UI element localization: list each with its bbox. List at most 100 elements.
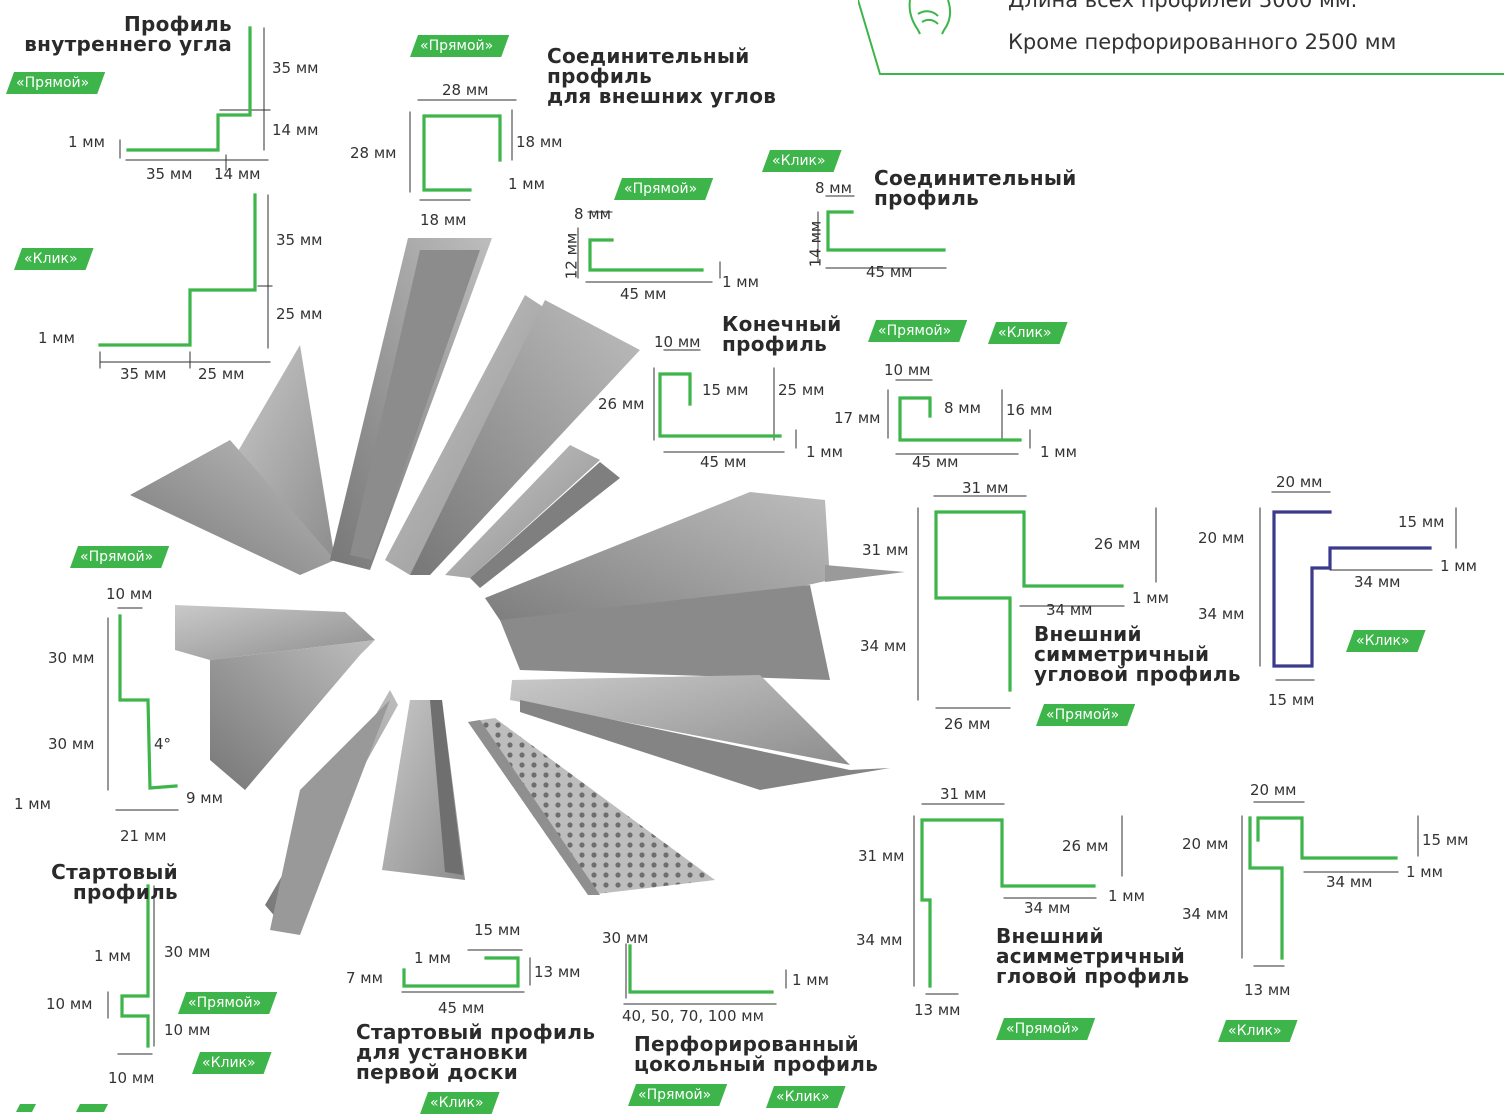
dim-label: 15 мм xyxy=(1268,691,1315,709)
tag-pryamoy: «Прямой» xyxy=(1036,704,1135,726)
dim-label: 1 мм xyxy=(1406,863,1443,881)
dim-label: 1 мм xyxy=(1440,557,1477,575)
dim-label: 25 мм xyxy=(276,305,323,323)
dim-label: 4° xyxy=(154,735,172,753)
tag-pryamoy: «Прямой» xyxy=(6,72,105,94)
dim-label: 25 мм xyxy=(778,381,825,399)
dim-label: 45 мм xyxy=(438,999,485,1017)
dim-label: 1 мм xyxy=(14,795,51,813)
dim-label: 26 мм xyxy=(944,715,991,733)
dim-label: 31 мм xyxy=(858,847,905,865)
dim-label: 34 мм xyxy=(856,931,903,949)
dim-label: 8 мм xyxy=(944,399,981,417)
dim-label: 18 мм xyxy=(420,211,467,229)
tag-pryamoy: «Прямой» xyxy=(178,992,277,1014)
dim-label: 15 мм xyxy=(1398,513,1445,531)
metal-u-channel xyxy=(330,238,492,570)
dim-label: 1 мм xyxy=(94,947,131,965)
tag-klik: «Клик» xyxy=(1346,630,1426,652)
tag-pryamoy: «Прямой» xyxy=(868,320,967,342)
tag-klik: «Клик» xyxy=(14,248,94,270)
dim-label: 8 мм xyxy=(574,205,611,223)
dim-label: 34 мм xyxy=(1326,873,1373,891)
dim-label: 8 мм xyxy=(815,179,852,197)
dim-label: 15 мм xyxy=(474,921,521,939)
dim-label: 31 мм xyxy=(962,479,1009,497)
notice-frame xyxy=(858,0,1504,75)
metal-connector xyxy=(385,295,640,575)
dim-label: 14 мм xyxy=(272,121,319,139)
dim-label: 15 мм xyxy=(1422,831,1469,849)
metal-outer-corner xyxy=(485,492,905,680)
dim-label: 25 мм xyxy=(198,365,245,383)
dim-label: 26 мм xyxy=(1062,837,1109,855)
dim-label: 1 мм xyxy=(792,971,829,989)
dim-label: 34 мм xyxy=(1198,605,1245,623)
hand-icon xyxy=(908,0,952,35)
tag-klik: «Клик» xyxy=(192,1052,272,1074)
dim-label: 1 мм xyxy=(1108,887,1145,905)
metal-starter-first-board xyxy=(382,700,465,880)
tag-pryamoy: «Прямой» xyxy=(628,1084,727,1106)
dim-label: 1 мм xyxy=(1040,443,1077,461)
dim-label: 10 мм xyxy=(106,585,153,603)
tag-klik: «Клик» xyxy=(988,322,1068,344)
tag-klik: «Клик» xyxy=(762,150,842,172)
dim-label: 30 мм xyxy=(48,649,95,667)
dim-label: 7 мм xyxy=(346,969,383,987)
dim-label: 34 мм xyxy=(1046,601,1093,619)
dim-label: 20 мм xyxy=(1250,781,1297,799)
dim-label: 26 мм xyxy=(1094,535,1141,553)
metal-asym-corner xyxy=(510,675,890,790)
dim-label: 45 мм xyxy=(700,453,747,471)
notice-line-2: Кроме перфорированного 2500 мм xyxy=(1008,30,1397,54)
dim-label: 35 мм xyxy=(276,231,323,249)
dim-label: 13 мм xyxy=(534,963,581,981)
dim-label: 20 мм xyxy=(1198,529,1245,547)
dim-label: 31 мм xyxy=(862,541,909,559)
symmetric-klik-outline xyxy=(1272,510,1432,668)
dim-label: 45 мм xyxy=(620,285,667,303)
dim-label: 18 мм xyxy=(516,133,563,151)
dim-label: 28 мм xyxy=(350,144,397,162)
dim-label: 35 мм xyxy=(272,59,319,77)
dim-label: 20 мм xyxy=(1182,835,1229,853)
tag-pryamoy: «Прямой» xyxy=(410,35,509,57)
tag-klik: «Клик» xyxy=(1218,1020,1298,1042)
dim-label: 16 мм xyxy=(1006,401,1053,419)
dim-label: 34 мм xyxy=(1024,899,1071,917)
dim-label: 34 мм xyxy=(1354,573,1401,591)
dim-label: 45 мм xyxy=(866,263,913,281)
tag-klik: «Клик» xyxy=(420,1092,500,1114)
tag-pryamoy: «Прямой» xyxy=(70,546,169,568)
dim-label: 34 мм xyxy=(1182,905,1229,923)
dim-label: 1 мм xyxy=(68,133,105,151)
dim-label: 15 мм xyxy=(702,381,749,399)
dim-label: 10 мм xyxy=(108,1069,155,1087)
dim-label: 10 мм xyxy=(884,361,931,379)
dim-label: 9 мм xyxy=(186,789,223,807)
dim-label: 10 мм xyxy=(46,995,93,1013)
notice-line-1: Длина всех профилей 3000 мм. xyxy=(1008,0,1358,12)
dim-label: 1 мм xyxy=(414,949,451,967)
dim-label: 26 мм xyxy=(598,395,645,413)
dim-label: 1 мм xyxy=(722,273,759,291)
dim-label: 31 мм xyxy=(940,785,987,803)
dim-label: 1 мм xyxy=(1132,589,1169,607)
metal-inner-corner xyxy=(130,345,335,575)
dim-label: 14 мм xyxy=(214,165,261,183)
dim-label: 21 мм xyxy=(120,827,167,845)
metal-starter-profile xyxy=(175,605,375,790)
metal-perforated xyxy=(468,718,715,895)
dim-label: 30 мм xyxy=(602,929,649,947)
